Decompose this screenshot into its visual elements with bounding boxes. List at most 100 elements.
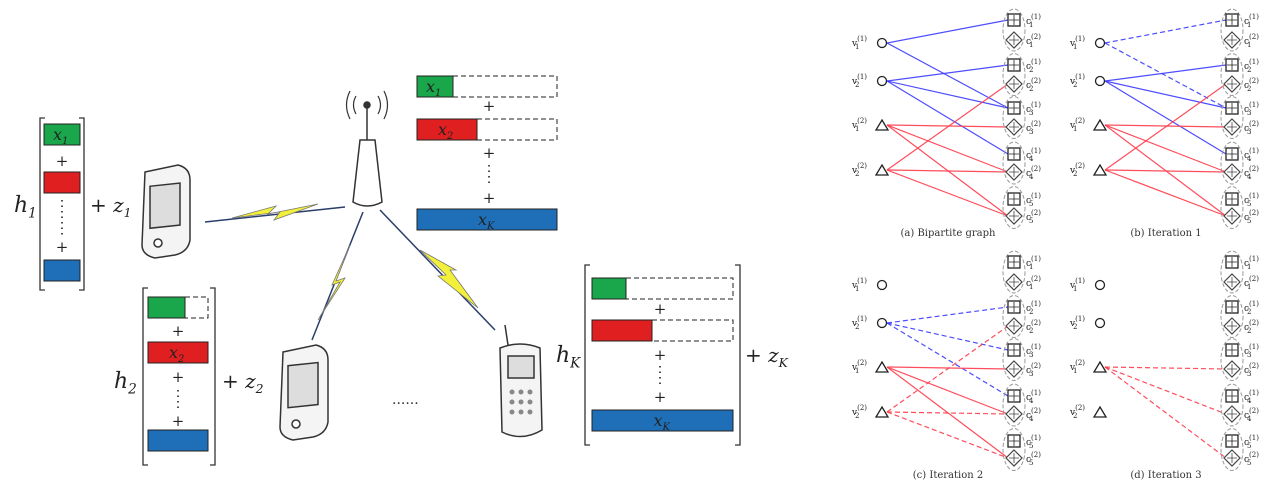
check-node-label: c(1)3 <box>1244 101 1259 117</box>
plus-sign: + <box>483 97 496 115</box>
plus-icon <box>1009 453 1019 463</box>
graph-edge <box>1104 169 1227 217</box>
signal-x2-box <box>591 319 653 342</box>
plus-icon <box>1227 60 1237 70</box>
variable-node-label: v(1)2 <box>851 73 867 89</box>
check-node-label: c(2)2 <box>1026 319 1041 335</box>
noise-z1-label: + z1 <box>90 193 132 220</box>
graph-edge <box>886 124 1009 173</box>
signal-x1-box-label: x1 <box>53 125 68 147</box>
graph-edge <box>1104 366 1227 459</box>
right-bracket <box>735 264 741 446</box>
plus-icon <box>1009 122 1019 132</box>
check-node-label: c(2)1 <box>1026 33 1041 49</box>
plus-sign: + <box>483 144 496 162</box>
check-node-label: c(2)4 <box>1026 165 1041 181</box>
variable-node-label: v(1)2 <box>1069 315 1085 331</box>
plus-icon <box>1009 167 1019 177</box>
check-node-group <box>1002 186 1026 229</box>
bs-x1-box <box>416 75 454 98</box>
bs-x2-box-label: x2 <box>438 120 453 142</box>
variable-node-circle-icon <box>1094 279 1106 291</box>
bs-x1-box-label: x1 <box>426 77 441 99</box>
right-bracket <box>79 117 85 291</box>
variable-node-label: v(2)1 <box>1069 117 1085 133</box>
signal-xK-box-label: xK <box>654 411 671 433</box>
graph-edge <box>886 169 1009 173</box>
graph-edge <box>886 42 1009 109</box>
check-node-label: c(1)2 <box>1026 58 1041 74</box>
signal-x1-box <box>147 296 186 319</box>
plus-sign: + <box>172 368 185 386</box>
plus-icon <box>1227 103 1237 113</box>
cellphone-icon-userK <box>499 324 543 438</box>
plus-icon <box>1227 277 1237 287</box>
check-node-label: c(2)2 <box>1244 319 1259 335</box>
check-node-label: c(2)2 <box>1026 77 1041 93</box>
left-bracket <box>584 264 590 446</box>
plus-icon <box>1227 79 1237 89</box>
check-node-label: c(1)4 <box>1244 389 1259 405</box>
variable-node-triangle-icon <box>874 405 890 418</box>
plus-sign: + <box>483 189 496 207</box>
pda-phone-icon-user2 <box>279 344 329 441</box>
variable-node-label: v(2)2 <box>1069 404 1085 420</box>
check-node-label: c(1)2 <box>1244 300 1259 316</box>
variable-node-triangle-icon <box>874 360 890 373</box>
user1-received-signal: x1++h1+ z1 <box>14 117 132 291</box>
variable-node-label: v(1)1 <box>1069 35 1085 51</box>
variable-node-triangle-icon <box>1092 163 1108 176</box>
graph-edge <box>1104 124 1227 173</box>
check-node-group <box>1002 141 1026 185</box>
variable-node-circle-icon <box>1094 75 1106 87</box>
plus-icon <box>1009 409 1019 419</box>
check-node-label: c(1)1 <box>1026 255 1041 271</box>
variable-node-triangle-icon <box>1092 118 1108 131</box>
graph-edge <box>1104 366 1227 370</box>
variable-node-label: v(2)1 <box>851 117 867 133</box>
noise-z2-label: + z2 <box>222 369 264 396</box>
graph-edge <box>1104 124 1227 128</box>
signal-x1-box <box>43 123 81 146</box>
signal-xK-box <box>147 429 209 452</box>
plus-icon <box>1227 391 1237 401</box>
check-node-group <box>1220 186 1244 229</box>
check-node-label: c(1)3 <box>1026 343 1041 359</box>
signal-x2-box <box>147 341 209 364</box>
plus-icon <box>1009 15 1019 25</box>
graph-edge <box>886 322 1009 397</box>
check-node-label: c(1)4 <box>1244 147 1259 163</box>
plus-icon <box>1227 35 1237 45</box>
check-node-group <box>1002 338 1026 381</box>
bipartite-graph-panels: c(1)1c(2)1c(1)2c(2)2c(1)3c(2)3c(1)4c(2)4… <box>851 8 1259 481</box>
graph-edge <box>886 411 1009 459</box>
variable-node-label: v(2)2 <box>1069 162 1085 178</box>
base-station-antenna-icon <box>345 90 389 207</box>
plus-icon <box>1009 277 1019 287</box>
graph-edge <box>1104 19 1227 44</box>
base-station-superposed-signal: x1+x2++xK <box>416 75 558 232</box>
check-node-label: c(1)4 <box>1026 147 1041 163</box>
graph-edge <box>886 366 1009 415</box>
check-node-label: c(2)4 <box>1244 407 1259 423</box>
variable-node-circle-icon <box>1094 37 1106 49</box>
bs-xK-box <box>416 208 558 231</box>
check-node-label: c(2)5 <box>1026 209 1041 225</box>
check-node-label: c(2)5 <box>1026 451 1041 467</box>
graph-edge <box>886 64 1009 82</box>
plus-icon <box>1227 15 1237 25</box>
check-node-label: c(2)4 <box>1026 407 1041 423</box>
plus-icon <box>1227 257 1237 267</box>
plus-icon <box>1009 103 1019 113</box>
check-node-label: c(1)3 <box>1026 101 1041 117</box>
channel-h1-label: h1 <box>14 193 37 222</box>
variable-node-triangle-icon <box>874 163 890 176</box>
check-node-group <box>1220 141 1244 185</box>
plus-icon <box>1009 364 1019 374</box>
check-node-label: c(1)2 <box>1026 300 1041 316</box>
left-bracket <box>39 117 45 291</box>
variable-node-circle-icon <box>876 37 888 49</box>
signal-x1-box-padding <box>625 277 734 300</box>
